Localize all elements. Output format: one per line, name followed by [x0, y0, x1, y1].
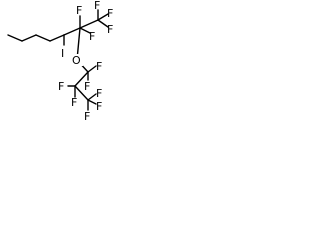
bond-c6-f2: [79, 27, 91, 34]
bond-c1-c2: [7, 34, 23, 42]
atom-f10: F: [96, 87, 102, 100]
bond-c5-c6: [63, 27, 81, 36]
atom-f11: F: [96, 100, 102, 113]
bond-c6-c7: [79, 19, 99, 29]
atom-f12: F: [84, 110, 90, 123]
atom-f7: F: [84, 80, 90, 93]
atom-f4: F: [107, 7, 113, 20]
bond-lines: [7, 9, 109, 111]
oxygen-label-background: [71, 54, 83, 66]
bond-c9-c10: [74, 85, 89, 101]
atom-f1: F: [76, 4, 82, 17]
bond-c8-c9: [74, 71, 89, 87]
bond-c4-c5: [49, 34, 65, 42]
atom-f8: F: [58, 80, 64, 93]
atom-f2: F: [89, 30, 95, 43]
molecule-structure: I F F F F F O F F F F F F F: [7, 0, 113, 123]
bond-c7-f4: [97, 13, 109, 21]
atom-labels: I F F F F F O F F F F F F F: [58, 0, 113, 123]
bond-c10-f10: [87, 93, 97, 101]
atom-iodine: I: [61, 47, 64, 60]
bond-c10-f11: [87, 99, 97, 105]
atom-oxygen: O: [72, 54, 81, 67]
bond-c8-f6: [87, 65, 97, 73]
atom-f5: F: [107, 23, 113, 36]
bond-c7-f5: [97, 19, 109, 28]
atom-f3: F: [94, 0, 100, 12]
bond-c2-c3: [21, 34, 37, 42]
atom-f6: F: [96, 60, 102, 73]
atom-f9: F: [71, 96, 77, 109]
bond-c3-c4: [35, 34, 51, 42]
